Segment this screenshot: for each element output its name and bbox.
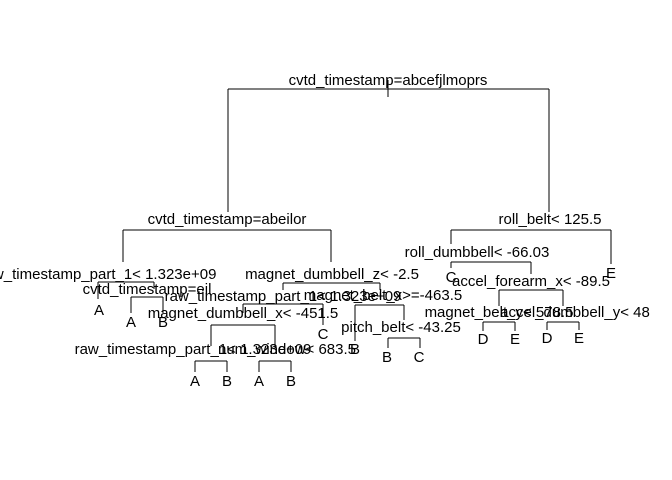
leaf-label: A bbox=[190, 373, 200, 390]
leaf-label: B bbox=[158, 314, 168, 331]
tree-labels: cvtd_timestamp=abcefjlmoprs cvtd_timesta… bbox=[0, 72, 650, 390]
split-label: cvtd_timestamp=eil bbox=[83, 281, 212, 298]
split-label: roll_dumbbell< -66.03 bbox=[405, 244, 550, 261]
split-label: num_window< 683.5 bbox=[218, 341, 356, 358]
left-subtree-split-label: cvtd_timestamp=abeilor bbox=[148, 211, 307, 228]
leaf-label: A bbox=[126, 314, 136, 331]
split-label: pitch_belt< -43.25 bbox=[341, 319, 461, 336]
split-label: magnet_dumbbell_z< -2.5 bbox=[245, 266, 419, 283]
split-label: raw_timestamp_part_1< 1.323e+09 bbox=[165, 288, 402, 305]
split-label: raw_timestamp_part_1< 1.323e+09 bbox=[75, 341, 312, 358]
root-split-label: cvtd_timestamp=abcefjlmoprs bbox=[289, 72, 488, 89]
leaf-label: D bbox=[478, 331, 489, 348]
split-label: accel_dumbbell_y< 48 bbox=[500, 304, 650, 321]
leaf-label: B bbox=[382, 349, 392, 366]
split-label: raw_timestamp_part_1< 1.323e+09 bbox=[0, 266, 216, 283]
tree-edges bbox=[97, 80, 612, 372]
leaf-label: B bbox=[286, 373, 296, 390]
leaf-label: E bbox=[574, 330, 584, 347]
split-label: magnet_belt_x>=-463.5 bbox=[304, 287, 462, 304]
split-label: magnet_dumbbell_x< -451.5 bbox=[148, 305, 339, 322]
leaf-label: A bbox=[94, 302, 104, 319]
leaf-label: E bbox=[510, 331, 520, 348]
leaf-label: D bbox=[542, 330, 553, 347]
leaf-label: A bbox=[254, 373, 264, 390]
leaf-label: B bbox=[350, 341, 360, 358]
leaf-label: C bbox=[318, 326, 329, 343]
split-label: accel_forearm_x< -89.5 bbox=[452, 273, 610, 290]
leaf-label: B bbox=[222, 373, 232, 390]
split-label: magnet_belt_y< 578.5 bbox=[425, 304, 574, 321]
leaf-label: E bbox=[606, 265, 616, 282]
leaf-label: C bbox=[414, 349, 425, 366]
right-subtree-split-label: roll_belt< 125.5 bbox=[499, 211, 602, 228]
leaf-label: C bbox=[446, 269, 457, 286]
